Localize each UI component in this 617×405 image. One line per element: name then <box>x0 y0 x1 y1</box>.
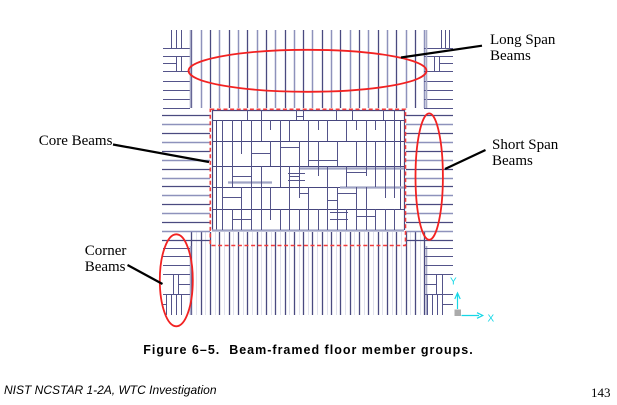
svg-text:X: X <box>488 313 495 324</box>
svg-text:Y: Y <box>450 277 457 288</box>
